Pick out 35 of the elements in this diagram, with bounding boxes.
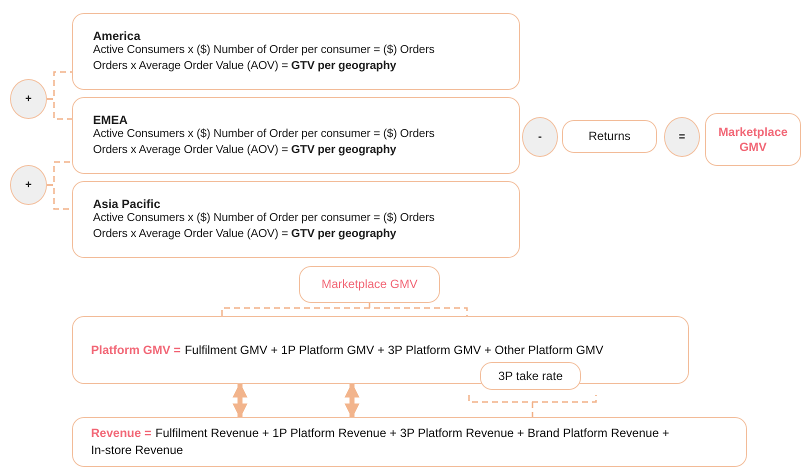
label-box [299,266,440,303]
operator-circle [664,117,700,157]
bracket-connector [47,184,72,210]
operator-circle [10,79,47,119]
formula-text: Platform GMV = Fulfilment GMV + 1P Platform GMV + 3P Platform GMV + Other Platform GMV [91,342,604,358]
region-card [72,97,520,174]
formula-text: Active Consumers x ($) Number of Order per consumer = ($) Orders Orders x Average Order Value (AOV) = GTV per geography [93,43,436,74]
formula-text: Active Consumers x ($) Number of Order per consumer = ($) Orders Orders x Average Order Value (AOV) = GTV per geography [93,211,436,242]
region-card [72,181,520,258]
formula-text: Active Consumers x ($) Number of Order per consumer = ($) Orders Orders x Average Order Value (AOV) = GTV per geography [93,127,436,158]
bracket-connector [468,394,597,418]
double-arrow [232,382,248,418]
operator-circle [10,165,47,205]
bracket-connector [47,98,72,120]
formula-card [72,316,689,384]
region-card [72,13,520,90]
formula-text: Revenue = Fulfilment Revenue + 1P Platform Revenue + 3P Platform Revenue + Brand Platform Revenue + In-store Revenue [91,425,670,459]
bracket-connector [221,302,468,317]
region-heading: America [93,28,140,44]
operator-sign: = [678,131,686,143]
operator-sign: - [538,131,542,143]
box-label: Marketplace GMV [717,124,789,154]
label-box [480,362,581,390]
region-heading: EMEA [93,112,128,128]
operator-sign: + [25,179,32,191]
region-heading: Asia Pacific [93,196,160,212]
box-label: 3P take rate [498,368,563,384]
formula-card [72,417,747,467]
double-arrow [344,382,360,418]
box-label: Returns [588,129,631,144]
operator-sign: + [25,93,32,105]
box-label: Marketplace GMV [321,277,418,292]
operator-circle [522,117,558,157]
label-box [705,113,801,166]
label-box [562,120,657,153]
